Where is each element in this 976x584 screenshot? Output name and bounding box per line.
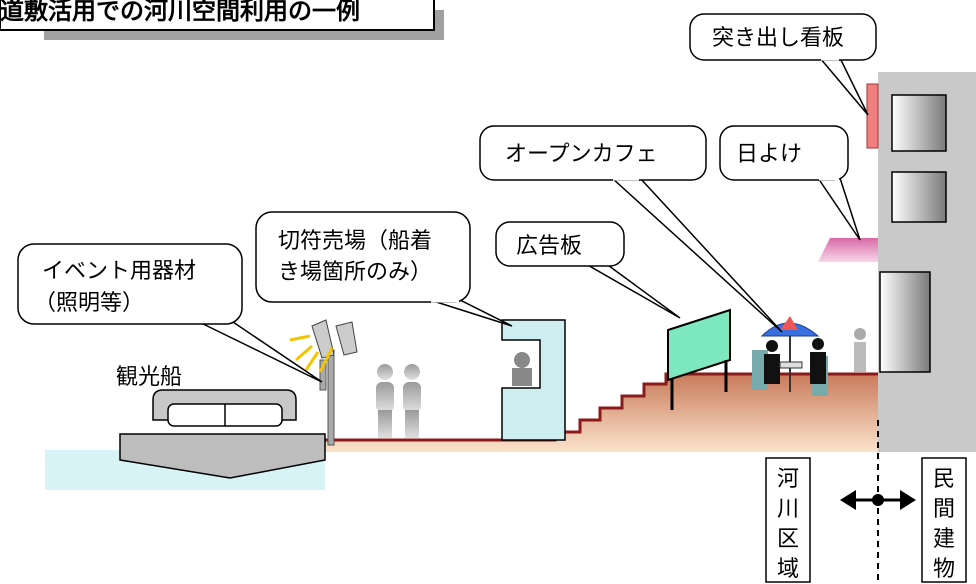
label-river-area: 河 川 区 域 bbox=[765, 457, 811, 583]
callout-protruding-sign: 突き出し看板 bbox=[689, 13, 877, 116]
open-cafe bbox=[752, 316, 866, 396]
private-building-char: 民 bbox=[933, 467, 955, 492]
callout-open-cafe: オープンカフェ bbox=[479, 125, 783, 333]
label-ticket-booth-1: 切符売場（船着 bbox=[278, 229, 432, 254]
protruding-sign bbox=[866, 83, 879, 149]
ticket-booth bbox=[501, 319, 566, 441]
awning bbox=[818, 238, 878, 262]
label-private-building: 民 間 建 物 bbox=[921, 457, 967, 583]
building-window bbox=[879, 271, 931, 373]
callout-awning: 日よけ bbox=[719, 125, 861, 241]
label-sightseeing-boat: 観光船 bbox=[116, 365, 182, 390]
boundary-marker bbox=[840, 420, 916, 584]
building-window bbox=[891, 171, 947, 223]
sightseeing-boat bbox=[119, 389, 326, 479]
label-event-equipment-2: （照明等） bbox=[34, 291, 144, 316]
callout-event-equipment: イベント用器材 （照明等） bbox=[17, 243, 323, 383]
title-box: 道敷活用での河川空間利用の一例 bbox=[0, 0, 444, 40]
title-text: 道敷活用での河川空間利用の一例 bbox=[0, 0, 360, 25]
river-area-char: 域 bbox=[777, 557, 799, 582]
private-building bbox=[878, 72, 976, 452]
label-ticket-booth-2: き場箇所のみ） bbox=[278, 260, 432, 285]
label-ad-board: 広告板 bbox=[516, 234, 582, 259]
river-area-char: 川 bbox=[777, 497, 799, 522]
private-building-char: 間 bbox=[933, 497, 955, 522]
label-protruding-sign: 突き出し看板 bbox=[712, 26, 844, 51]
private-building-char: 建 bbox=[933, 527, 955, 552]
event-lights bbox=[289, 319, 358, 446]
river-area-char: 区 bbox=[777, 527, 799, 552]
arrow-right-icon bbox=[900, 490, 916, 510]
pedestrians bbox=[376, 364, 421, 438]
advertising-board bbox=[667, 308, 731, 410]
label-open-cafe: オープンカフェ bbox=[505, 142, 658, 167]
label-event-equipment-1: イベント用器材 bbox=[42, 259, 196, 284]
callout-ticket-booth: 切符売場（船着 き場箇所のみ） bbox=[255, 211, 513, 327]
arrow-left-icon bbox=[840, 490, 856, 510]
label-awning: 日よけ bbox=[736, 142, 802, 167]
private-building-char: 物 bbox=[933, 557, 955, 582]
river-area-char: 河 bbox=[777, 467, 799, 492]
callout-ad-board: 広告板 bbox=[495, 221, 681, 319]
building-window bbox=[891, 94, 947, 152]
